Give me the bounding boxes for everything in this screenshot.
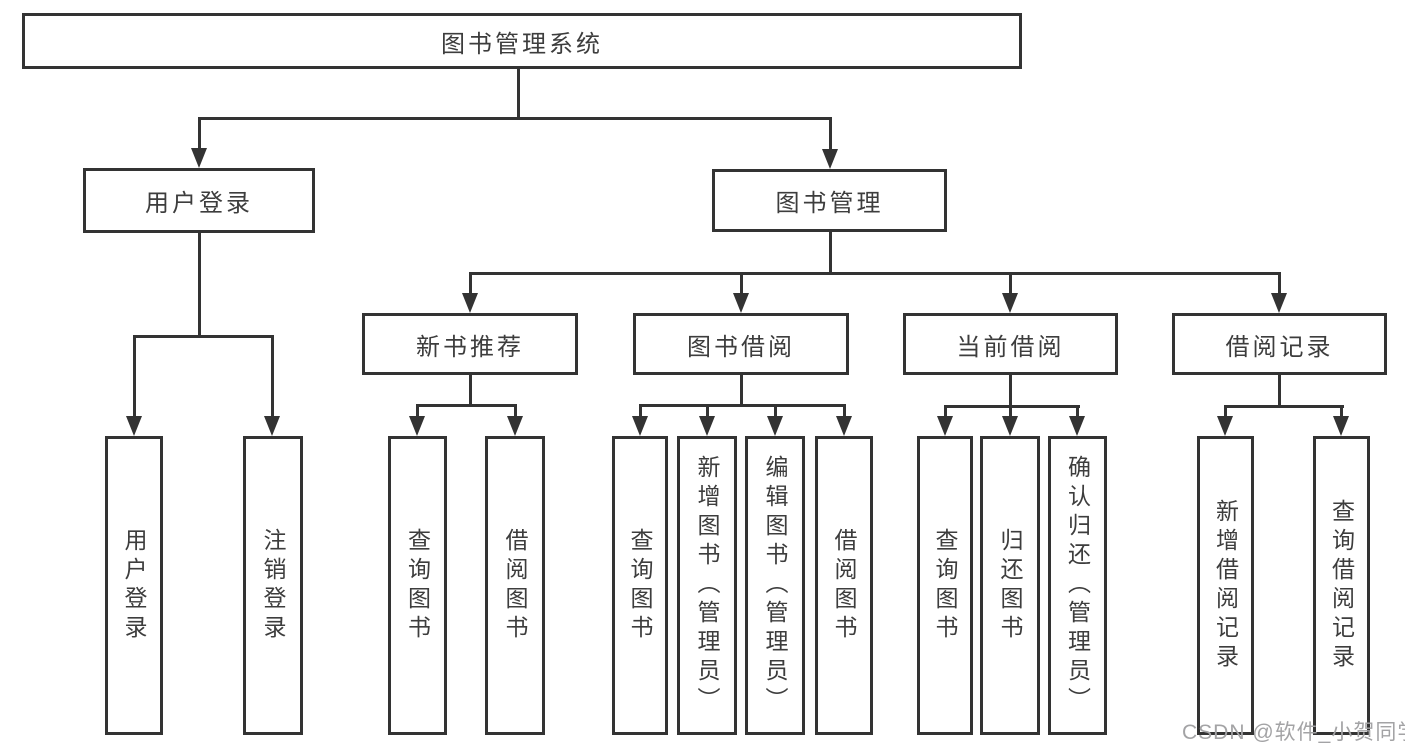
arrow-head bbox=[191, 148, 207, 168]
leaf-add-borrow-record: 新增借阅记录 bbox=[1197, 436, 1254, 735]
leaf-logout-label: 注销登录 bbox=[260, 527, 286, 644]
leaf-logout: 注销登录 bbox=[243, 436, 303, 735]
arrow-stem bbox=[740, 272, 743, 294]
arrow-head bbox=[264, 416, 280, 436]
leaf-add-books-admin: 新增图书（管理员） bbox=[677, 436, 737, 735]
node-book-borrowing: 图书借阅 bbox=[633, 313, 849, 375]
connector-line bbox=[416, 404, 517, 407]
leaf-return-books: 归还图书 bbox=[980, 436, 1040, 735]
arrow-stem bbox=[271, 335, 274, 417]
leaf-confirm-return-admin-label: 确认归还（管理员） bbox=[1064, 455, 1091, 716]
arrow-stem bbox=[1009, 272, 1012, 294]
node-user-login: 用户登录 bbox=[83, 168, 315, 233]
connector-line bbox=[1278, 375, 1281, 408]
arrow-stem bbox=[706, 404, 709, 417]
leaf-query-books-recommend: 查询图书 bbox=[388, 436, 447, 735]
arrow-stem bbox=[1076, 405, 1079, 417]
arrow-stem bbox=[1224, 405, 1227, 417]
leaf-borrow-books-borrowing: 借阅图书 bbox=[815, 436, 873, 735]
arrow-stem bbox=[1009, 405, 1012, 417]
leaf-return-books-label: 归还图书 bbox=[997, 527, 1023, 644]
arrow-stem bbox=[133, 335, 136, 417]
arrow-head bbox=[409, 416, 425, 436]
connector-line bbox=[639, 404, 846, 407]
connector-line bbox=[740, 375, 743, 407]
arrow-stem bbox=[1278, 272, 1281, 294]
arrow-head bbox=[699, 416, 715, 436]
arrow-head bbox=[1002, 416, 1018, 436]
arrow-head bbox=[1333, 416, 1349, 436]
arrow-head bbox=[1069, 416, 1085, 436]
arrow-stem bbox=[1340, 405, 1343, 417]
csdn-watermark: CSDN @软件_小贺同学 bbox=[1182, 721, 1405, 744]
leaf-query-books-current-label: 查询图书 bbox=[932, 527, 958, 644]
arrow-head bbox=[462, 293, 478, 313]
leaf-user-login-label: 用户登录 bbox=[121, 527, 147, 644]
node-current-borrowing: 当前借阅 bbox=[903, 313, 1118, 375]
arrow-stem bbox=[944, 405, 947, 417]
node-new-book-recommendation: 新书推荐 bbox=[362, 313, 578, 375]
leaf-borrow-books-recommend-label: 借阅图书 bbox=[502, 527, 528, 644]
connector-line bbox=[469, 272, 1281, 275]
connector-line bbox=[469, 375, 472, 407]
leaf-query-books-borrowing: 查询图书 bbox=[612, 436, 668, 735]
leaf-query-books-recommend-label: 查询图书 bbox=[404, 527, 431, 644]
arrow-stem bbox=[416, 404, 419, 417]
connector-line bbox=[1009, 375, 1012, 408]
arrow-stem bbox=[514, 404, 517, 417]
node-borrowing-records: 借阅记录 bbox=[1172, 313, 1387, 375]
leaf-add-books-admin-label: 新增图书（管理员） bbox=[694, 455, 720, 716]
arrow-head bbox=[937, 416, 953, 436]
connector-line bbox=[198, 117, 832, 120]
leaf-add-borrow-record-label: 新增借阅记录 bbox=[1212, 498, 1239, 673]
connector-line bbox=[517, 66, 520, 120]
arrow-stem bbox=[469, 272, 472, 294]
leaf-confirm-return-admin: 确认归还（管理员） bbox=[1048, 436, 1107, 735]
arrow-stem bbox=[774, 404, 777, 417]
arrow-head bbox=[767, 416, 783, 436]
arrow-stem bbox=[843, 404, 846, 417]
leaf-edit-books-admin-label: 编辑图书（管理员） bbox=[762, 455, 788, 716]
connector-line bbox=[829, 232, 832, 275]
leaf-query-borrow-record: 查询借阅记录 bbox=[1313, 436, 1370, 735]
arrow-stem bbox=[198, 117, 201, 149]
arrow-stem bbox=[639, 404, 642, 417]
node-book-management: 图书管理 bbox=[712, 169, 947, 232]
node-library-management-system: 图书管理系统 bbox=[22, 13, 1022, 69]
leaf-query-books-borrowing-label: 查询图书 bbox=[627, 527, 653, 644]
arrow-head bbox=[836, 416, 852, 436]
connector-line bbox=[133, 335, 274, 338]
arrow-head bbox=[1217, 416, 1233, 436]
arrow-stem bbox=[829, 117, 832, 150]
leaf-query-borrow-record-label: 查询借阅记录 bbox=[1328, 498, 1355, 673]
arrow-head bbox=[1002, 293, 1018, 313]
arrow-head bbox=[126, 416, 142, 436]
connector-line bbox=[1224, 405, 1344, 408]
arrow-head bbox=[1271, 293, 1287, 313]
leaf-edit-books-admin: 编辑图书（管理员） bbox=[745, 436, 805, 735]
leaf-borrow-books-recommend: 借阅图书 bbox=[485, 436, 545, 735]
leaf-query-books-current: 查询图书 bbox=[917, 436, 973, 735]
arrow-head bbox=[733, 293, 749, 313]
arrow-head bbox=[507, 416, 523, 436]
arrow-head bbox=[822, 149, 838, 169]
connector-line bbox=[944, 405, 1080, 408]
leaf-user-login: 用户登录 bbox=[105, 436, 163, 735]
arrow-head bbox=[632, 416, 648, 436]
leaf-borrow-books-borrowing-label: 借阅图书 bbox=[831, 527, 857, 644]
connector-line bbox=[198, 233, 201, 338]
